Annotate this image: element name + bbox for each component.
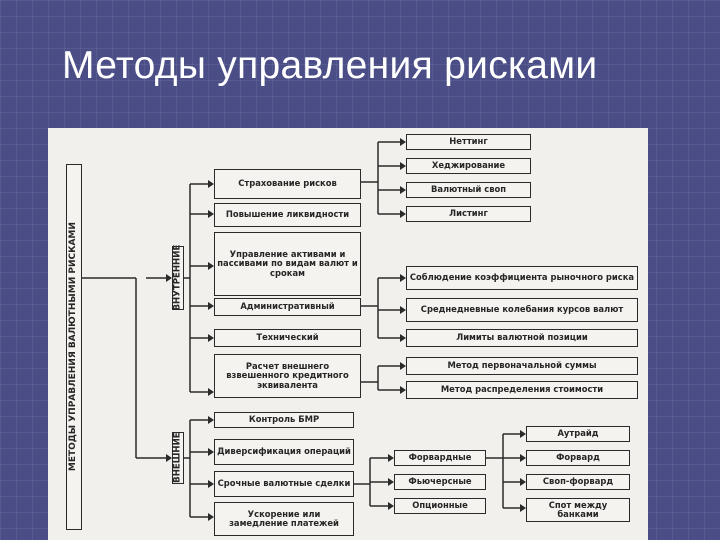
forward-subtype-box: Спот между банками: [526, 498, 630, 522]
forward-type-box: Форвардные: [394, 450, 486, 466]
internal-method-box: Повышение ликвидности: [214, 203, 361, 227]
internal-branch-label: ВНУТРЕННИЕ: [172, 245, 183, 311]
external-method-box: Контроль БМР: [214, 412, 354, 428]
external-method-box: Ускорение или замедление платежей: [214, 502, 354, 536]
diagram-scan: МЕТОДЫ УПРАВЛЕНИЯ ВАЛЮТНЫМИ РИСКАМИ ВНУТ…: [48, 128, 648, 540]
equivalent-method-box: Метод первоначальной суммы: [406, 357, 638, 375]
external-branch-label: ВНЕШНИЕ: [172, 432, 183, 484]
root-box: МЕТОДЫ УПРАВЛЕНИЯ ВАЛЮТНЫМИ РИСКАМИ: [66, 164, 82, 530]
forward-subtype-box: Своп-форвард: [526, 474, 630, 490]
internal-method-box: Расчет внешнего взвешенного кредитного э…: [214, 354, 361, 398]
slide-title: Методы управления рисками: [62, 44, 598, 87]
insurance-method-box: Валютный своп: [406, 182, 531, 198]
administrative-method-box: Лимиты валютной позиции: [406, 329, 638, 347]
internal-method-box: Административный: [214, 298, 361, 316]
forward-subtype-box: Форвард: [526, 450, 630, 466]
equivalent-method-box: Метод распределения стоимости: [406, 381, 638, 399]
insurance-method-box: Листинг: [406, 206, 531, 222]
external-method-box: Срочные валютные сделки: [214, 471, 354, 497]
internal-method-box: Управление активами и пассивами по видам…: [214, 232, 361, 296]
administrative-method-box: Среднедневные колебания курсов валют: [406, 298, 638, 322]
forward-type-box: Фьючерсные: [394, 474, 486, 490]
root-label: МЕТОДЫ УПРАВЛЕНИЯ ВАЛЮТНЫМИ РИСКАМИ: [68, 222, 79, 472]
insurance-method-box: Неттинг: [406, 134, 531, 150]
external-branch-box: ВНЕШНИЕ: [172, 432, 184, 484]
internal-branch-box: ВНУТРЕННИЕ: [172, 245, 184, 311]
connector-lines: [80, 138, 526, 521]
administrative-method-box: Соблюдение коэффициента рыночного риска: [406, 266, 638, 290]
forward-type-box: Опционные: [394, 498, 486, 514]
external-method-box: Диверсификация операций: [214, 439, 354, 465]
insurance-method-box: Хеджирование: [406, 158, 531, 174]
internal-method-box: Страхование рисков: [214, 169, 361, 199]
forward-subtype-box: Аутрайд: [526, 426, 630, 442]
internal-method-box: Технический: [214, 329, 361, 347]
